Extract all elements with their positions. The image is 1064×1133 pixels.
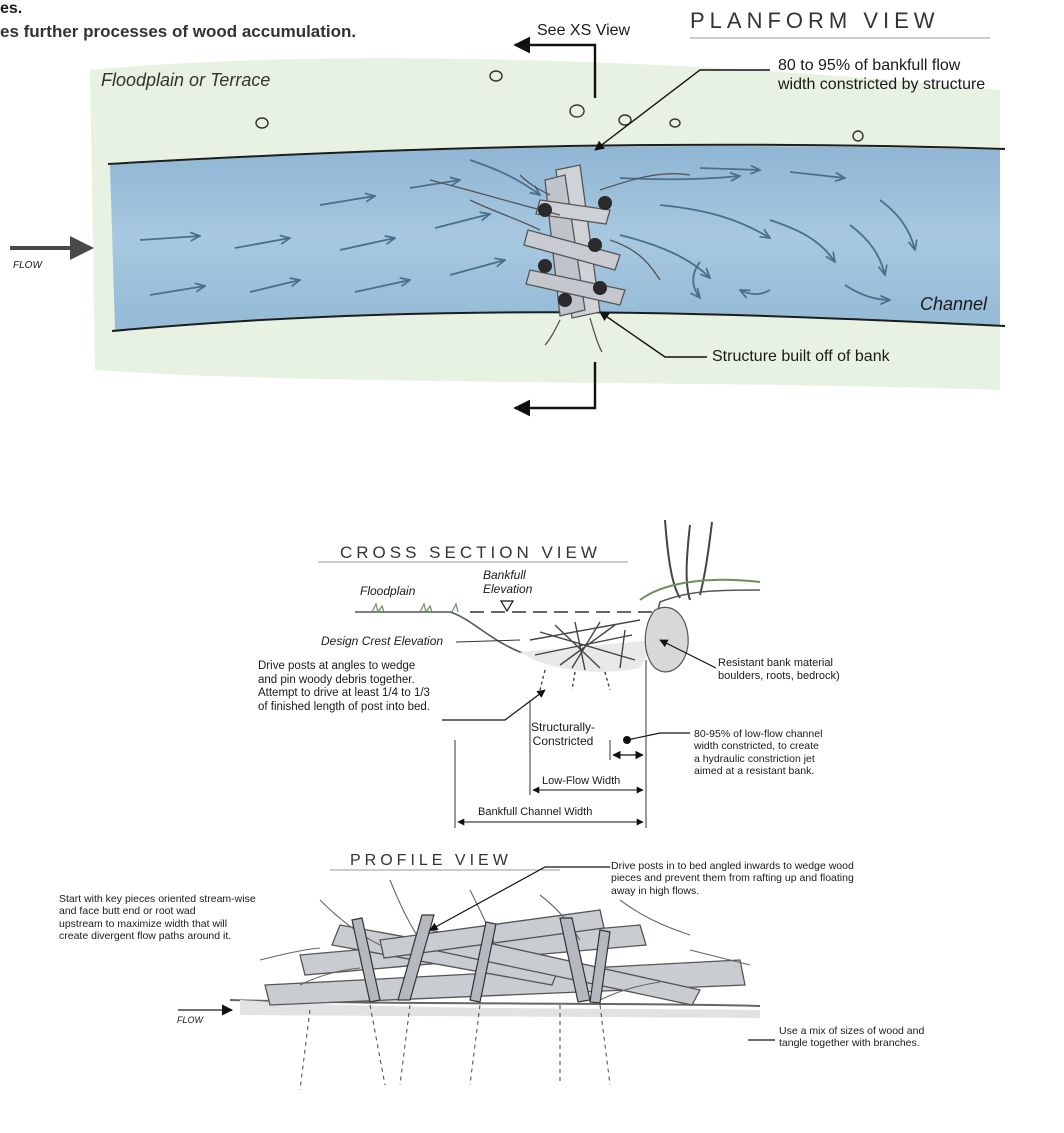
jet-leader [627,733,690,740]
bankfull-marker [501,601,513,611]
structure-note: Structure built off of bank [712,348,890,367]
bankfull-width-label: Bankfull Channel Width [478,806,592,819]
mix-sizes-note: Use a mix of sizes of wood and tangle to… [779,1025,924,1050]
planform-constriction-note: 80 to 95% of bankfull flow width constri… [778,57,985,95]
key-pieces-note: Start with key pieces oriented stream-wi… [59,893,256,943]
design-crest-label: Design Crest Elevation [321,634,443,648]
profile-heading: PROFILE VIEW [350,852,512,871]
bank-boulder [645,607,688,671]
bankfull-elevation-label: Bankfull Elevation [483,568,532,596]
flow-arrow [10,236,94,260]
profile-diagram [178,867,775,1090]
cross-section-heading: CROSS SECTION VIEW [340,543,601,563]
floodplain-terrace-label: Floodplain or Terrace [101,70,270,91]
low-flow-width-label: Low-Flow Width [542,775,620,788]
resistant-bank-note: Resistant bank material boulders, roots,… [718,657,840,683]
drive-posts-note: Drive posts at angles to wedge and pin w… [258,660,430,714]
see-xs-view-label: See XS View [537,22,630,41]
design-crest-leader [456,640,520,642]
planform-heading: PLANFORM VIEW [690,8,940,34]
profile-logs [265,910,745,1005]
posts-note: Drive posts in to bed angled inwards to … [611,860,854,897]
channel-label: Channel [920,294,987,315]
xs-floodplain-label: Floodplain [360,584,415,598]
xs-constriction-note: 80-95% of low-flow channel width constri… [694,728,822,778]
profile-flow-label: FLOW [177,1015,203,1026]
bank-tree [665,520,712,600]
structurally-constricted-label: Structurally- Constricted [531,720,595,748]
buried-posts [300,1005,610,1090]
planform-flow-label: FLOW [13,260,42,272]
intro-text-fragment-2: es further processes of wood accumulatio… [0,22,356,42]
intro-text-fragment-1: es. [0,0,22,19]
